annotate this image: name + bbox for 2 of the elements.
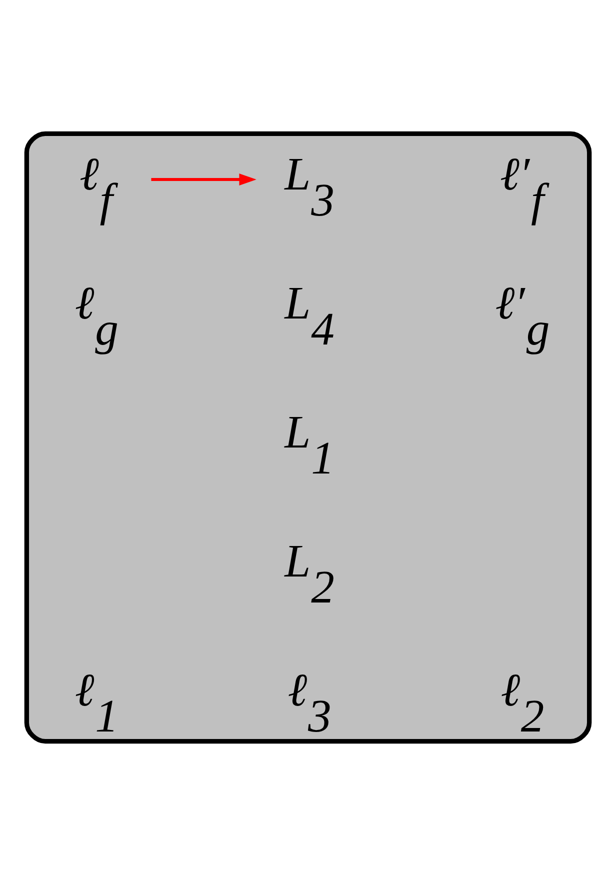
cluster	[24, 131, 592, 744]
arrow	[151, 174, 256, 186]
